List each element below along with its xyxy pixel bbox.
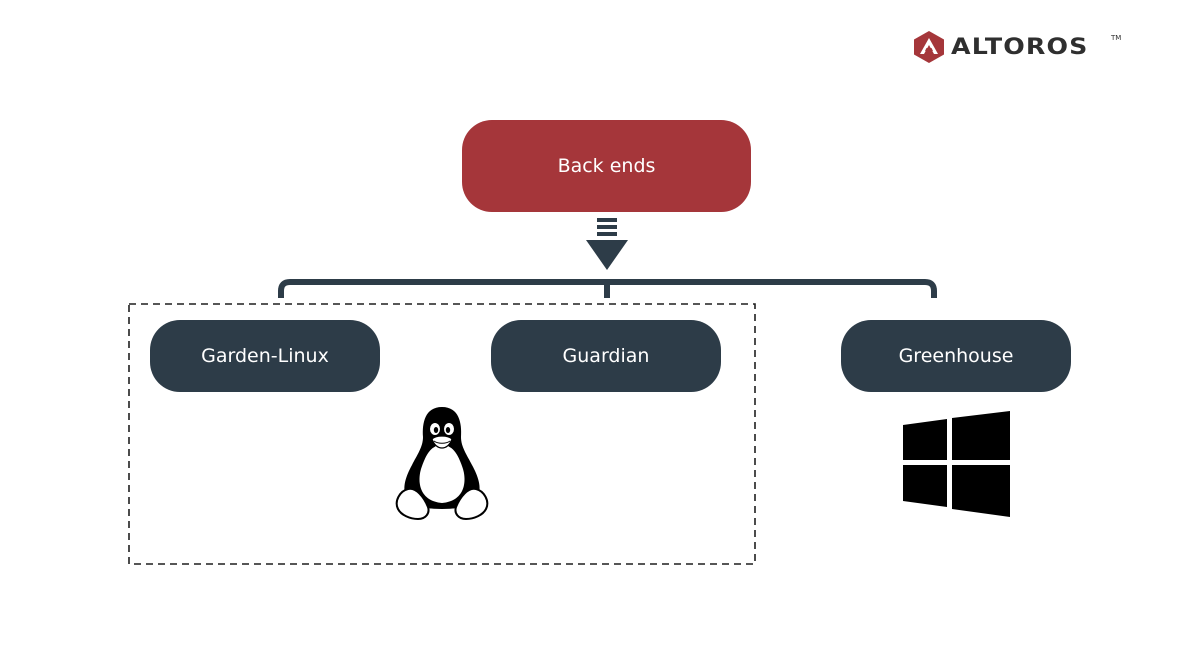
node-guardian: Guardian xyxy=(491,320,721,392)
logo-text: ALTOROS xyxy=(951,34,1089,60)
down-arrow-icon xyxy=(586,218,628,270)
node-greenhouse-label: Greenhouse xyxy=(898,345,1014,367)
node-garden-linux: Garden-Linux xyxy=(150,320,380,392)
node-back-ends: Back ends xyxy=(462,120,751,212)
altoros-logo: ALTOROS TM xyxy=(913,30,1121,64)
node-greenhouse: Greenhouse xyxy=(841,320,1071,392)
node-garden-linux-label: Garden-Linux xyxy=(201,345,329,367)
windows-logo-icon xyxy=(903,411,1010,517)
linux-tux-icon xyxy=(392,405,492,523)
node-back-ends-label: Back ends xyxy=(557,155,656,177)
altoros-hexagon-icon xyxy=(914,31,944,63)
node-guardian-label: Guardian xyxy=(562,345,650,367)
linux-group-boundary xyxy=(128,303,756,565)
logo-trademark: TM xyxy=(1111,34,1122,42)
